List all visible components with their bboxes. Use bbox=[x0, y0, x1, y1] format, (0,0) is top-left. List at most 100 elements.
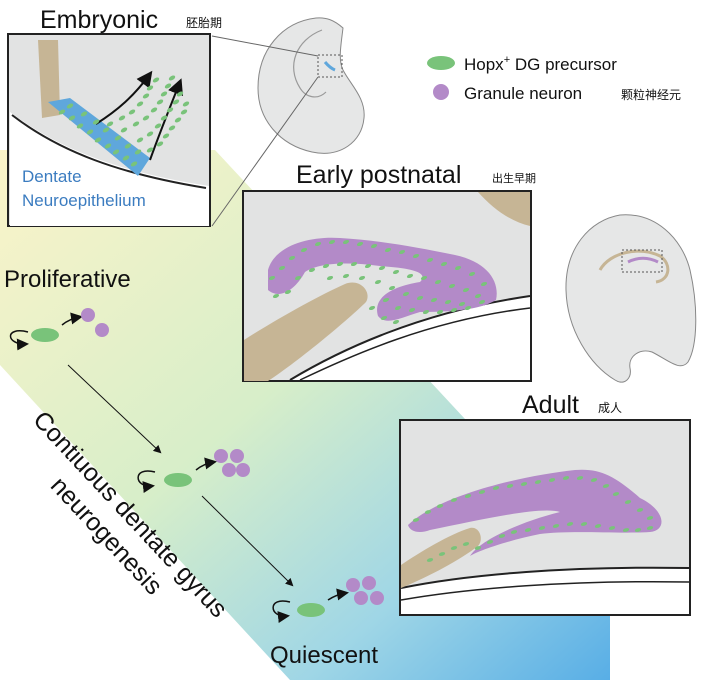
precursor-cell bbox=[454, 265, 462, 271]
precursor-cell bbox=[538, 526, 546, 530]
legend-neuron-label: Granule neuron bbox=[464, 84, 582, 103]
precursor-cell bbox=[278, 265, 286, 271]
postnatal-fiber-top bbox=[478, 192, 530, 226]
precursor-cell bbox=[622, 528, 630, 532]
precursor-cell bbox=[474, 293, 482, 299]
precursor-cell bbox=[268, 275, 276, 281]
postnatal-granule-layer bbox=[268, 237, 497, 321]
precursor-cell bbox=[406, 273, 414, 279]
precursor-cell bbox=[492, 486, 500, 490]
precursor-cell bbox=[506, 484, 514, 488]
embryonic-white-wedge bbox=[10, 112, 209, 226]
precursor-cell bbox=[134, 149, 142, 155]
precursor-cell bbox=[646, 516, 654, 520]
precursor-cell bbox=[420, 275, 428, 281]
precursor-cell bbox=[160, 115, 168, 121]
precursor-cell bbox=[68, 115, 76, 121]
precursor-cell bbox=[426, 558, 434, 562]
precursor-cell bbox=[436, 504, 444, 508]
precursor-cell bbox=[462, 287, 470, 293]
precursor-cell bbox=[300, 247, 308, 253]
precursor-cell bbox=[422, 309, 430, 315]
precursor-cell bbox=[168, 125, 176, 131]
precursor-cell bbox=[288, 255, 296, 261]
precursor-cell bbox=[368, 305, 376, 311]
precursor-cell bbox=[142, 115, 150, 121]
precursor-cell bbox=[350, 261, 358, 267]
precursor-cell bbox=[272, 293, 280, 299]
precursor-cell bbox=[118, 115, 126, 121]
precursor-cell bbox=[168, 75, 176, 81]
precursor-cell bbox=[370, 243, 378, 249]
precursor-cell bbox=[464, 305, 472, 311]
precursor-cell bbox=[392, 269, 400, 275]
precursor-cell bbox=[326, 275, 334, 281]
precursor-cell bbox=[378, 265, 386, 271]
precursor-cell bbox=[448, 283, 456, 289]
postnatal-brain-hippocampus bbox=[598, 249, 670, 284]
proliferative-cell-group bbox=[9, 308, 109, 351]
precursor-cell bbox=[634, 528, 642, 532]
precursor-cell bbox=[130, 161, 138, 167]
precursor-cell bbox=[380, 315, 388, 321]
precursor-cell bbox=[58, 109, 66, 115]
precursor-cell bbox=[434, 279, 442, 285]
precursor-cell bbox=[462, 542, 470, 546]
legend-neuron-swatch bbox=[433, 84, 449, 100]
precursor-cell bbox=[132, 121, 140, 127]
postnatal-white-wedge bbox=[290, 296, 530, 380]
precursor-cell bbox=[382, 297, 390, 303]
adult-fiber bbox=[401, 527, 481, 588]
precursor-cell bbox=[580, 522, 588, 526]
precursor-cell bbox=[176, 91, 184, 97]
precursor-cell bbox=[152, 77, 160, 83]
precursor-cell bbox=[136, 101, 144, 107]
precursor-cell bbox=[182, 101, 190, 107]
precursor-cell bbox=[624, 500, 632, 504]
embryonic-title: Embryonic bbox=[40, 6, 158, 34]
precursor-cell bbox=[450, 546, 458, 550]
precursor-cell bbox=[480, 281, 488, 287]
precursor-cell bbox=[412, 253, 420, 259]
quiescent-label: Quiescent bbox=[270, 642, 378, 669]
precursor-cell bbox=[142, 93, 150, 99]
precursor-cell bbox=[388, 285, 396, 291]
embryonic-precursor-cells bbox=[58, 75, 190, 167]
precursor-cell bbox=[342, 273, 350, 279]
precursor-cell bbox=[162, 133, 170, 139]
precursor-cell bbox=[552, 524, 560, 528]
precursor-cell bbox=[408, 307, 416, 313]
precursor-cell bbox=[164, 83, 172, 89]
legend-precursor-label: Hopx+ DG precursor bbox=[464, 54, 617, 74]
precursor-cell bbox=[322, 263, 330, 269]
precursor-cell bbox=[384, 247, 392, 253]
precursor-cell bbox=[174, 117, 182, 123]
precursor-cell bbox=[106, 121, 114, 127]
precursor-cell bbox=[602, 484, 610, 488]
postnatal-brain-outline bbox=[565, 214, 697, 383]
precursor-cell bbox=[150, 107, 158, 113]
adult-precursor-cells bbox=[412, 476, 654, 562]
precursor-cell bbox=[146, 131, 154, 137]
proliferative-label: Proliferative bbox=[4, 266, 131, 293]
precursor-cell bbox=[166, 107, 174, 113]
precursor-cell bbox=[146, 85, 154, 91]
precursor-cell bbox=[308, 267, 316, 273]
precursor-cell bbox=[392, 319, 400, 325]
precursor-cell bbox=[336, 261, 344, 267]
early-postnatal-title: Early postnatal bbox=[296, 161, 461, 189]
adult-title: Adult bbox=[522, 391, 579, 419]
adult-granule-layer bbox=[408, 469, 662, 556]
precursor-cell bbox=[440, 261, 448, 267]
precursor-cell bbox=[94, 137, 102, 143]
precursor-cell bbox=[594, 524, 602, 528]
precursor-cell bbox=[136, 137, 144, 143]
zoom-line bbox=[211, 76, 319, 227]
precursor-cell bbox=[374, 279, 382, 285]
precursor-cell bbox=[478, 490, 486, 494]
embryonic-stream-arrows bbox=[95, 70, 183, 161]
precursor-cell bbox=[104, 143, 112, 149]
precursor-cell bbox=[114, 135, 122, 141]
zoom-line bbox=[211, 35, 319, 57]
